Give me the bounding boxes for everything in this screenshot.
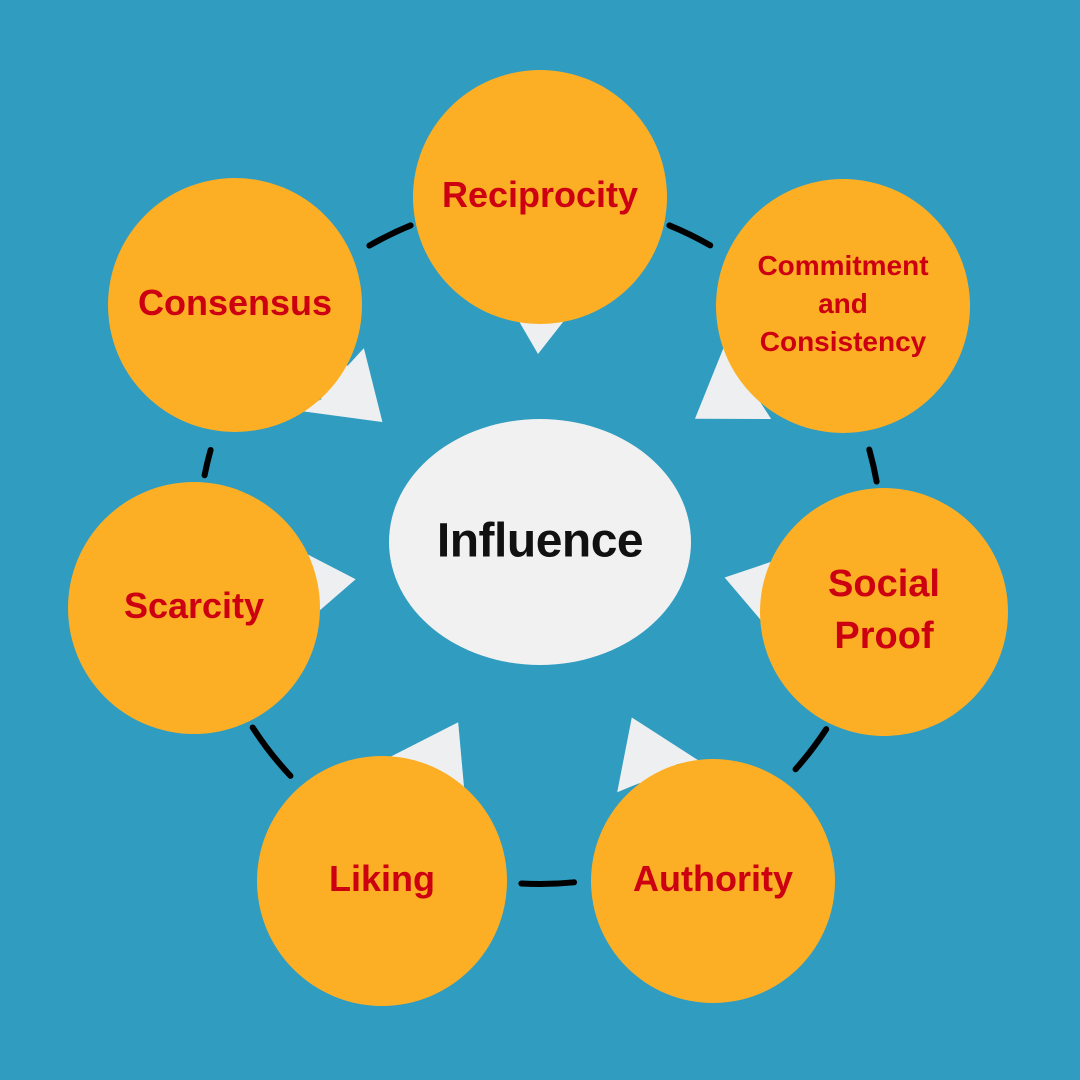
ring-arc-scarcity-to-consensus (201, 446, 214, 479)
node-shape-consensus[interactable] (108, 178, 362, 432)
ring-arc-reciprocity-to-commitment-and-consistency (666, 222, 714, 249)
node-liking[interactable]: Liking (257, 756, 507, 1006)
ring-arc-layer (201, 222, 880, 887)
ring-arc-social-proof-to-authority (792, 726, 830, 773)
node-scarcity[interactable]: Scarcity (68, 482, 320, 734)
node-label-reciprocity: Reciprocity (442, 174, 638, 215)
node-shape-scarcity[interactable] (68, 482, 320, 734)
ring-arc-commitment-and-consistency-to-social-proof (866, 446, 880, 485)
center-node-label: Influence (437, 515, 643, 568)
node-authority[interactable]: Authority (591, 759, 835, 1003)
node-label-authority: Authority (633, 858, 793, 899)
node-label-scarcity: Scarcity (124, 585, 264, 626)
node-consensus[interactable]: Consensus (108, 178, 362, 432)
node-shape-authority[interactable] (591, 759, 835, 1003)
ring-arc-consensus-to-reciprocity (366, 222, 414, 249)
ring-arc-liking-to-scarcity (249, 724, 294, 779)
center-node-shape (389, 419, 691, 665)
node-shape-social-proof[interactable] (760, 488, 1008, 736)
ring-arc-authority-to-liking (518, 879, 578, 887)
node-reciprocity[interactable]: Reciprocity (413, 70, 667, 324)
node-shape-liking[interactable] (257, 756, 507, 1006)
node-label-liking: Liking (329, 858, 435, 899)
node-shape-commitment-and-consistency[interactable] (716, 179, 970, 433)
center-node-layer: Influence (389, 419, 691, 665)
node-label-consensus: Consensus (138, 282, 332, 323)
node-shape-reciprocity[interactable] (413, 70, 667, 324)
